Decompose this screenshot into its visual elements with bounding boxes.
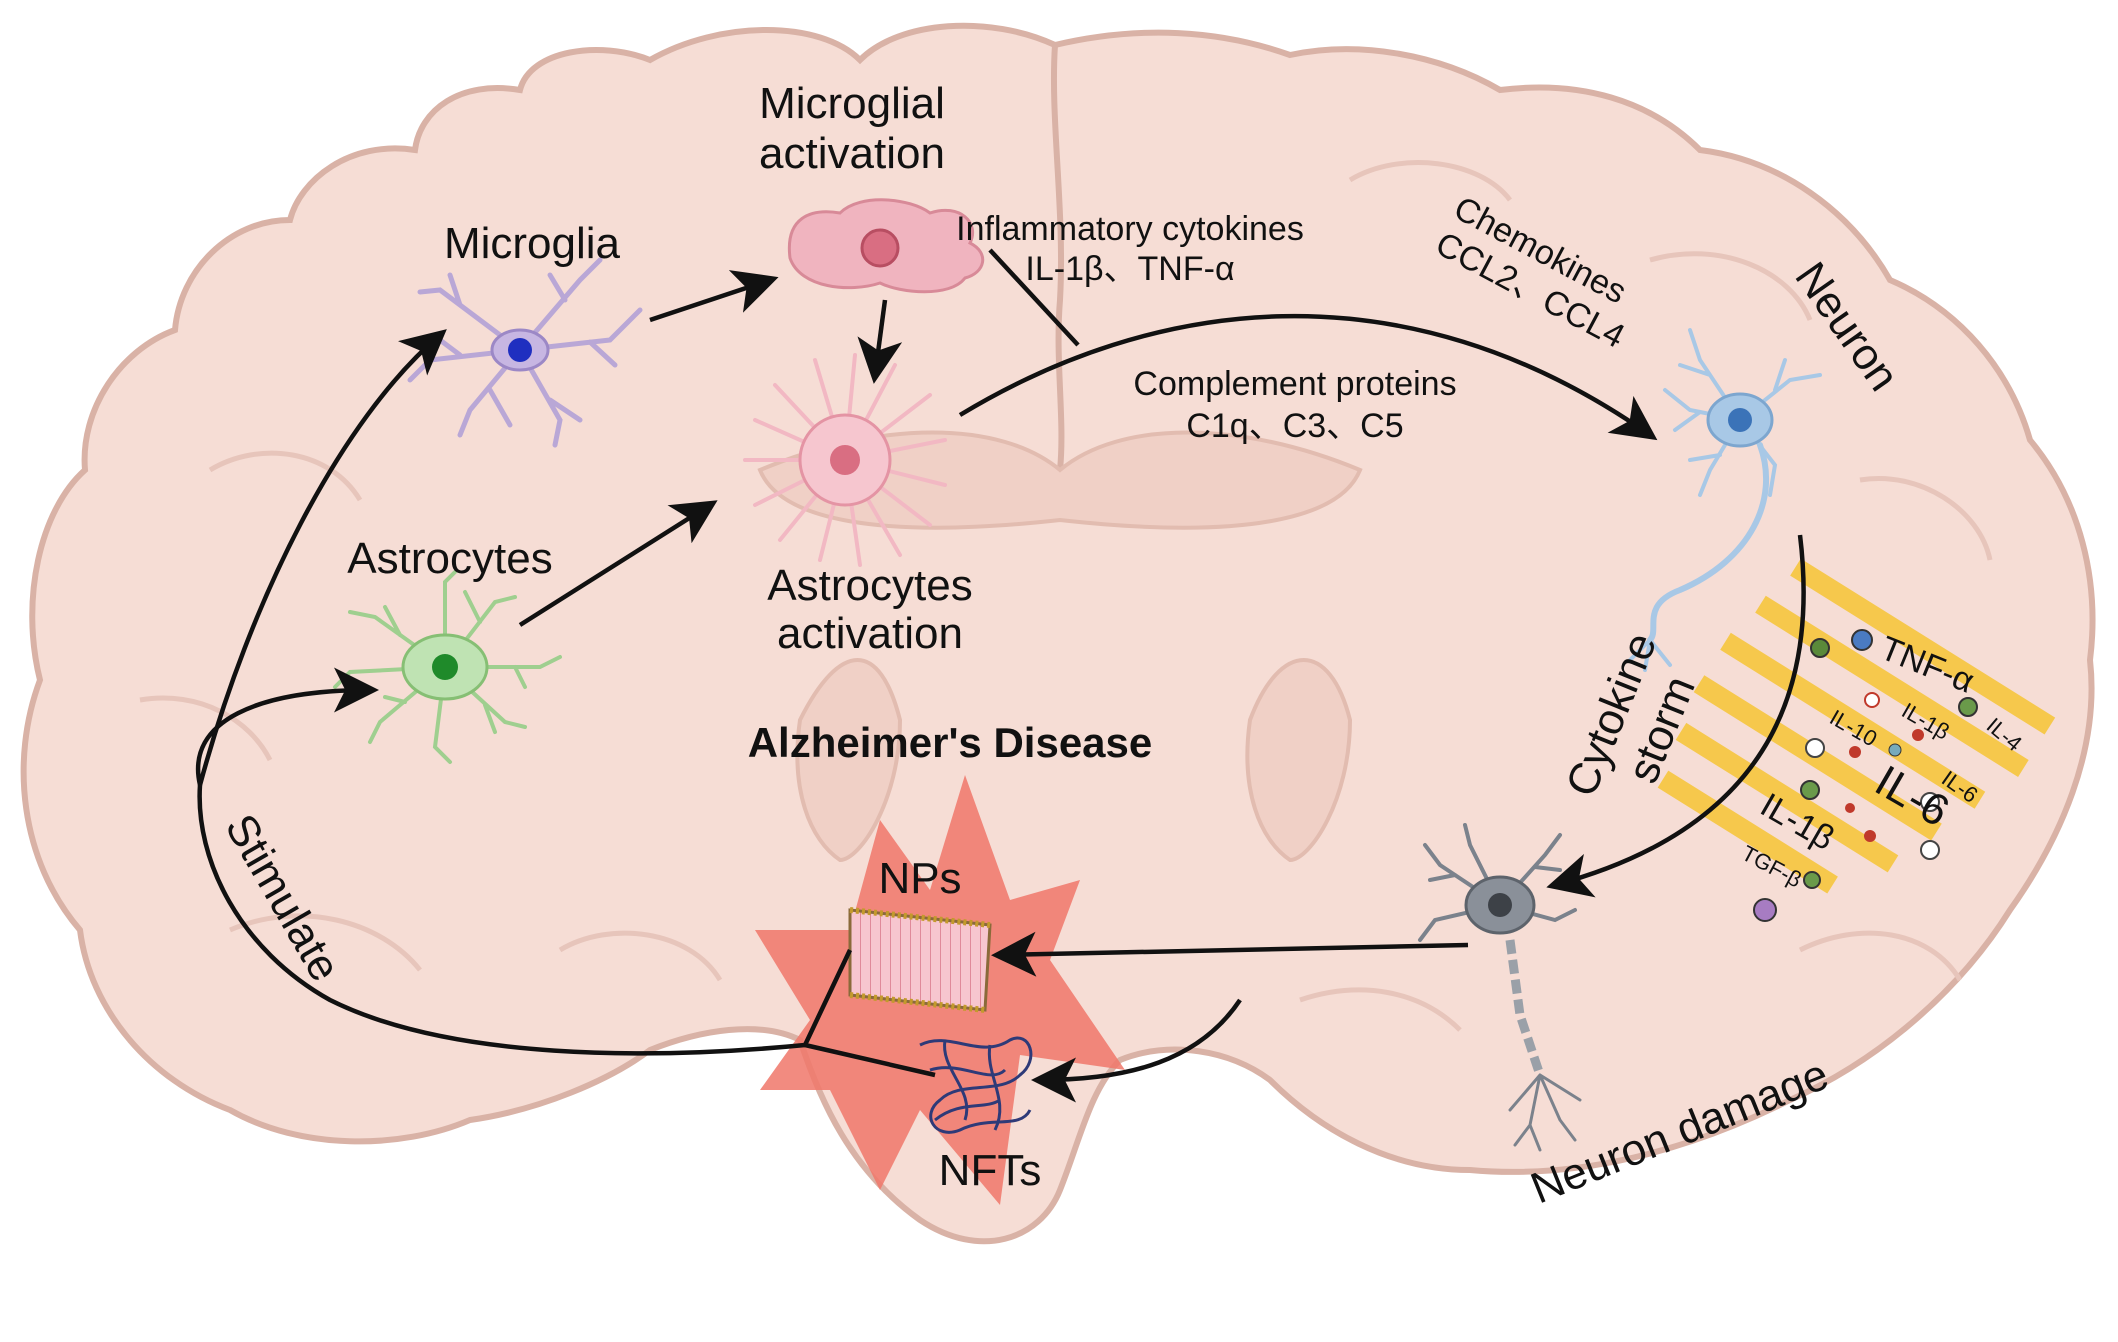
cytokine-band-group [1657,558,2056,894]
arrow-activation-to-astro-activation [857,299,903,384]
neuron-cell [1628,328,1822,672]
activated-astrocyte-cell [743,353,947,567]
arrows [196,270,1806,1103]
label-microglial-activation-line1: Microglial [759,79,945,128]
arrow-neuron-to-damaged [1546,534,1806,898]
line-inflammatory-pointer [988,248,1080,347]
neurofibrillary-tangles-icon [919,1036,1033,1134]
arrow-damaged-to-nfts [1031,998,1242,1103]
arrow-astrocytes-to-activation [518,500,718,627]
label-inflammatory-line1: Inflammatory cytokines [956,210,1304,248]
arrow-stimulate-to-astrocytes [196,667,379,786]
label-complement-line2: C1q、C3、C5 [1186,407,1403,445]
label-astrocytes-activation-line2: activation [777,609,963,658]
arrow-astro-activation-to-neuron [958,314,1658,441]
label-microglial-activation-line2: activation [759,129,945,178]
label-microglia: Microglia [444,219,621,268]
activated-microglia-cell [787,198,984,294]
label-nps: NPs [878,854,961,903]
connector-lines [197,248,1080,1078]
cytokine-dots [1753,629,1978,922]
line-stimulate-loop [197,784,806,1056]
astrocyte-cell [333,570,562,764]
label-nfts: NFTs [939,1146,1042,1195]
diagram-title: Alzheimer's Disease [748,719,1153,766]
damaged-neuron-cell [1418,823,1582,1152]
label-astrocytes-activation-line1: Astrocytes [767,561,972,610]
label-inflammatory-line2: IL-1β、TNF-α [1025,250,1234,288]
label-astrocytes: Astrocytes [347,534,552,583]
label-complement-line1: Complement proteins [1133,365,1456,403]
arrow-microglia-to-activation [649,270,779,323]
brain-outline [20,22,2096,1245]
cell-labels: Microglia Microglial activation Astrocyt… [215,79,1908,1213]
neuritic-plaques-icon [848,907,992,1013]
arrow-stimulate-to-microglia [197,329,447,786]
arrow-damaged-to-nps [991,931,1469,977]
